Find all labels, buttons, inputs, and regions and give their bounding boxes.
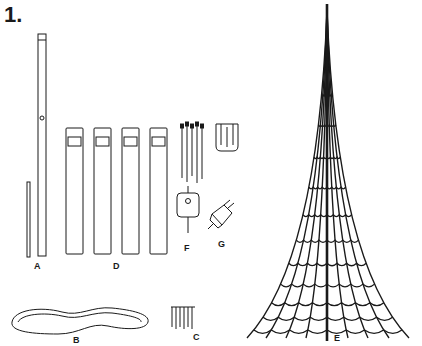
part-letter: D (113, 262, 120, 271)
light-strand (306, 10, 327, 338)
light-strand (266, 10, 327, 338)
ground-pegs (171, 307, 195, 329)
mount-clip (216, 124, 238, 151)
cable-ties (181, 122, 204, 183)
light-strand (247, 10, 327, 338)
part-letter: E (334, 334, 340, 343)
cable-loop (12, 308, 148, 334)
tube-parts (66, 128, 167, 254)
part-letter: B (73, 336, 80, 345)
power-adapter (208, 200, 234, 229)
part-letter: C (193, 333, 200, 342)
part-letter: F (184, 244, 190, 253)
light-strand (327, 10, 389, 338)
controller-box (177, 186, 199, 233)
light-strand (327, 10, 409, 338)
light-strand (286, 10, 327, 338)
part-letter: A (34, 262, 41, 271)
light-strand (327, 10, 368, 338)
pole-part (27, 34, 46, 257)
light-tree (247, 4, 409, 341)
tree-pole (326, 4, 329, 341)
step-number: 1. (4, 4, 22, 26)
part-letter: G (218, 240, 225, 249)
parts (12, 34, 238, 334)
